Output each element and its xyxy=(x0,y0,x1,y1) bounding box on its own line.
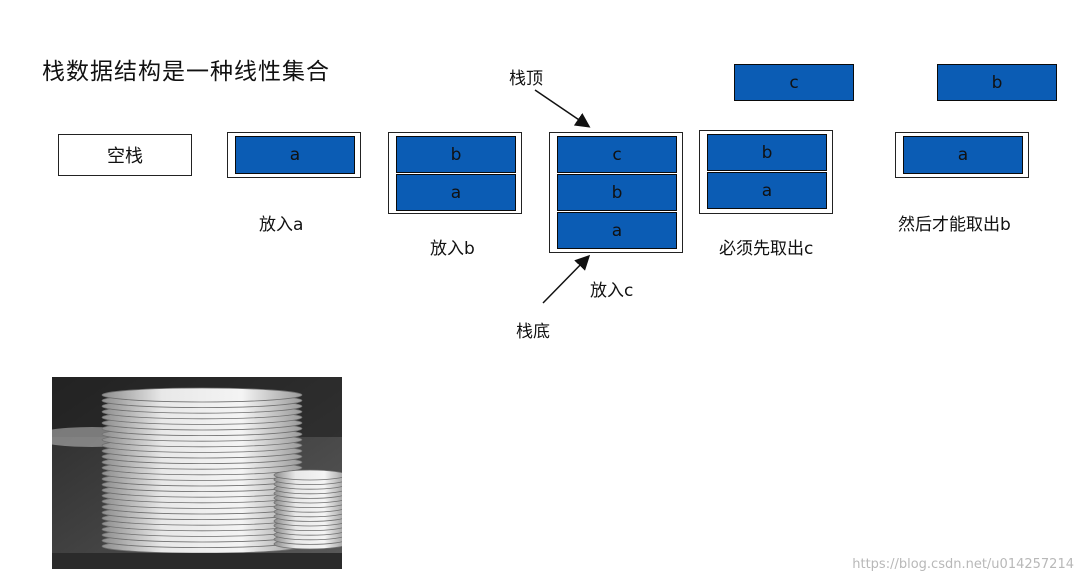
stack-bottom-arrow xyxy=(542,254,591,304)
stack-cell: c xyxy=(557,136,677,173)
stack-cell: b xyxy=(707,134,827,171)
stack-cell: a xyxy=(557,212,677,249)
empty-stack: 空栈 xyxy=(58,134,192,176)
stack-cell: b xyxy=(396,136,516,173)
stack-cell: a xyxy=(903,136,1023,174)
stack-step-4: b a xyxy=(699,130,833,214)
stack-cell: a xyxy=(235,136,355,174)
stack-bottom-label: 栈底 xyxy=(516,322,550,342)
stack-cell: b xyxy=(557,174,677,211)
step-2-caption: 放入b xyxy=(430,239,475,259)
stack-step-1: a xyxy=(227,132,361,178)
plate-stack-illustration xyxy=(52,377,342,569)
page-title: 栈数据结构是一种线性集合 xyxy=(42,59,330,85)
stack-top-arrow xyxy=(534,89,591,128)
stack-cell: a xyxy=(707,172,827,209)
plate-stack-photo xyxy=(52,377,342,569)
popped-cell: b xyxy=(937,64,1057,101)
stack-step-2: b a xyxy=(388,132,522,214)
step-4-caption: 必须先取出c xyxy=(719,239,814,259)
stack-top-label: 栈顶 xyxy=(509,69,543,89)
stack-cell: a xyxy=(396,174,516,211)
stack-step-5: a xyxy=(895,132,1029,178)
empty-stack-label: 空栈 xyxy=(107,146,143,167)
watermark: https://blog.csdn.net/u014257214 xyxy=(852,557,1074,572)
step-3-caption: 放入c xyxy=(590,281,634,301)
step-1-caption: 放入a xyxy=(259,215,304,235)
popped-cell: c xyxy=(734,64,854,101)
stack-step-3: c b a xyxy=(549,132,683,253)
step-5-caption: 然后才能取出b xyxy=(898,215,1011,235)
